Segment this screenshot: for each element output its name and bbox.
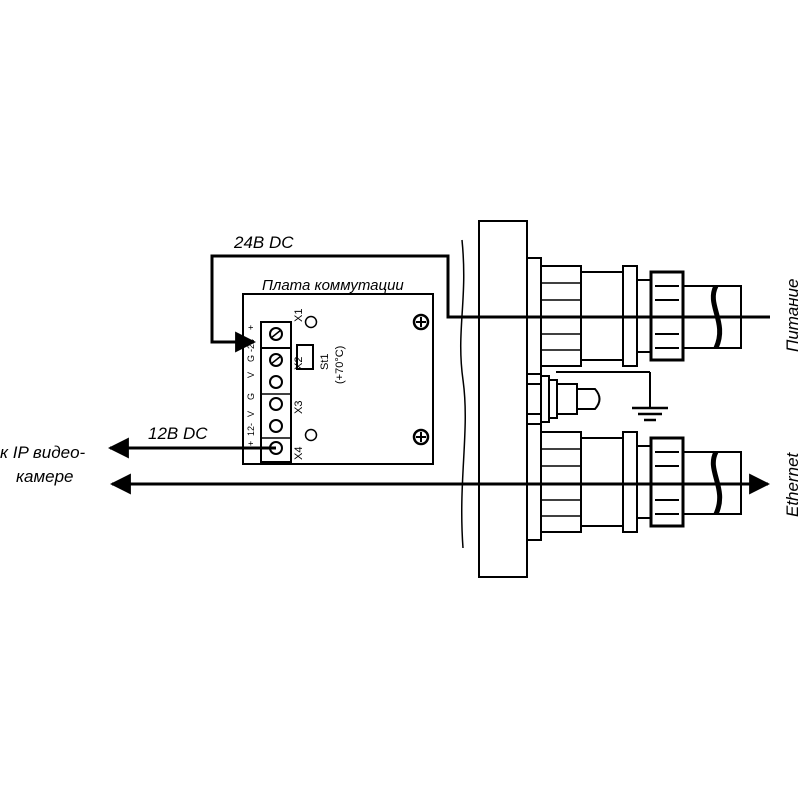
connector-x1-label: X1 — [293, 309, 305, 322]
thermostat-temp-label: (+70°C) — [334, 346, 346, 384]
label-camera-line2: камере — [16, 467, 74, 486]
label-power: Питание — [783, 279, 800, 352]
cable-gland-power — [526, 257, 742, 375]
label-24v-dc: 24В DC — [233, 233, 294, 252]
screw-terminals — [269, 327, 283, 455]
housing-wall — [459, 220, 528, 578]
ground-bolt — [526, 371, 651, 423]
board-outline — [242, 293, 434, 465]
label-ethernet: Ethernet — [783, 451, 800, 517]
cable-gland-ethernet — [526, 423, 742, 541]
mounting-screw-top — [412, 313, 430, 331]
board-hole — [304, 315, 318, 329]
label-camera-line1: к IP видео- — [0, 443, 86, 462]
pin-label-plus-24: + — [246, 325, 256, 330]
pin-label-v-x3: V — [246, 411, 256, 417]
thermostat-st1 — [296, 344, 314, 370]
connector-x2-label: X2 — [293, 357, 305, 370]
terminal-block — [260, 321, 292, 463]
wire-12v: 12В DC к IP видео- камере — [0, 424, 276, 486]
pin-label-v-x2: V — [246, 372, 256, 378]
ground-symbol — [632, 406, 668, 422]
pin-label-g-x2: G — [246, 355, 256, 362]
label-12v-dc: 12В DC — [148, 424, 208, 443]
thermostat-st1-label: St1 — [319, 353, 331, 370]
pin-label-12-minus: 12- — [246, 423, 256, 436]
connector-x3-label: X3 — [293, 401, 305, 414]
wire-24v: 24В DC — [210, 233, 770, 353]
pin-label-g-x3: G — [246, 393, 256, 400]
connector-x4-label: X4 — [293, 447, 305, 460]
board-title: Плата коммутации — [262, 277, 404, 294]
mounting-screw-bottom — [412, 428, 430, 446]
pin-label-plus-12: + — [246, 441, 256, 446]
switching-board: Плата коммутации + 12- V G V G -24 + X1 … — [242, 277, 434, 465]
board-hole — [304, 428, 318, 442]
